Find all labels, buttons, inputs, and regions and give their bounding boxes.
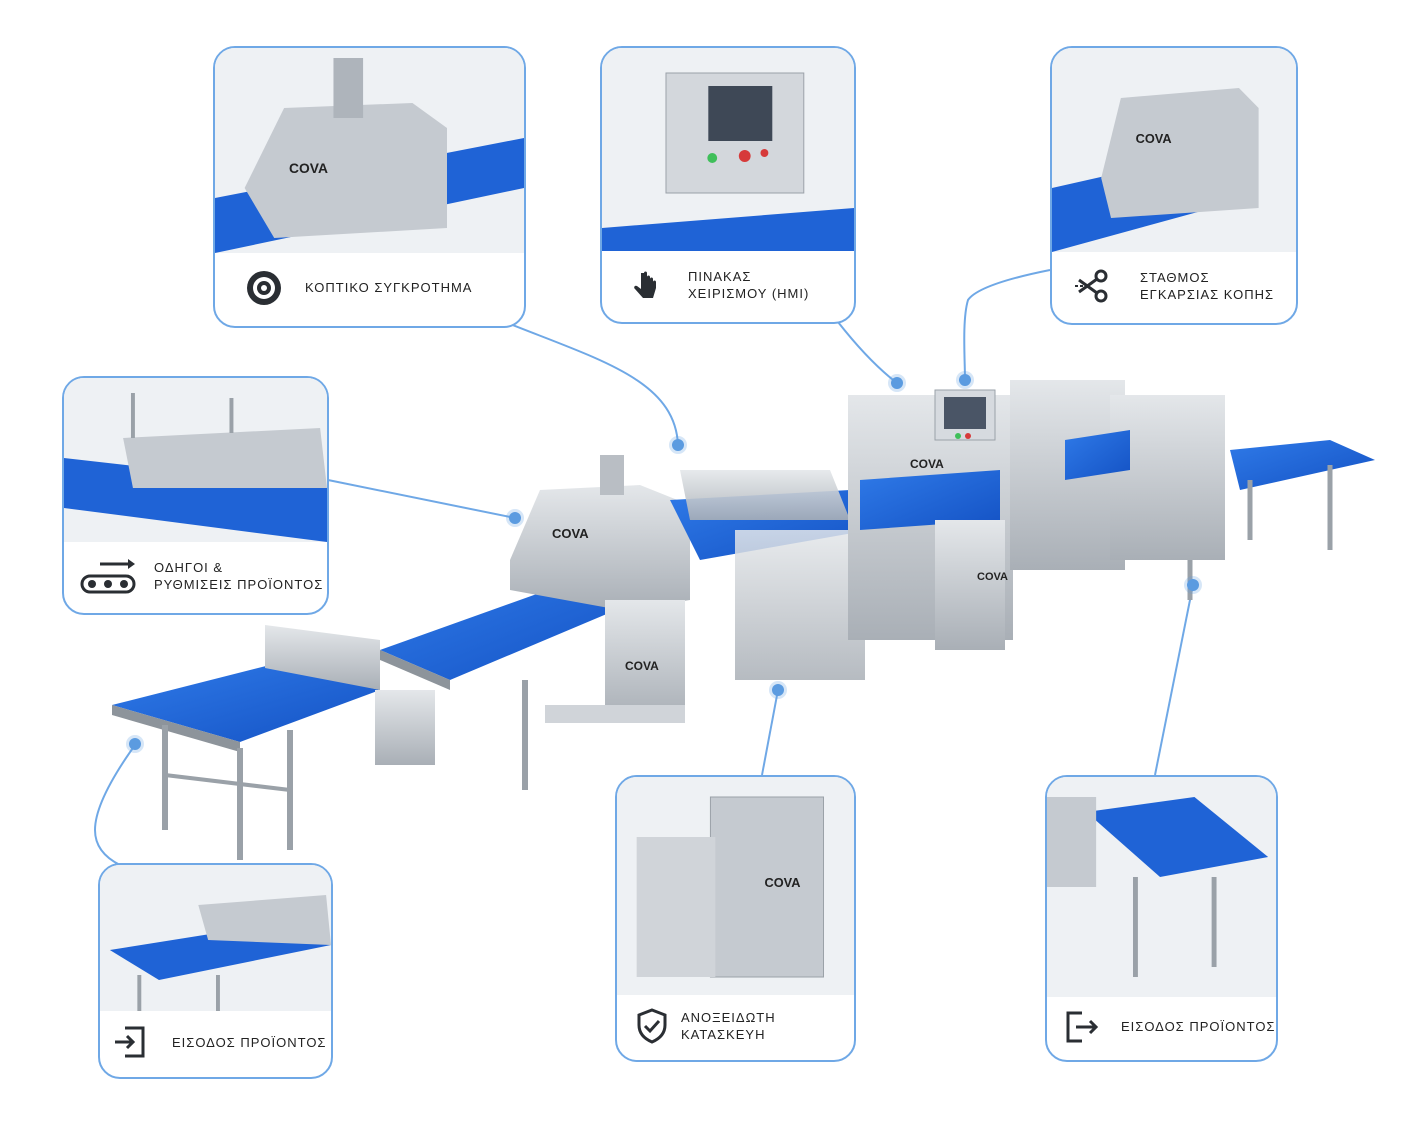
connector-stainless <box>761 689 779 776</box>
svg-text:COVA: COVA <box>625 659 659 673</box>
conveyor-icon <box>78 553 138 599</box>
connector-guides <box>327 479 516 519</box>
svg-text:COVA: COVA <box>552 526 589 541</box>
callout-cross-cut-station: COVA ΣΤΑΘΜΟΣ ΕΓΚΑΡΣΙΑΣ ΚΟΠΗΣ <box>1050 46 1298 325</box>
callout-stainless-construction: COVA ΑΝΟΞΕΙΔΩΤΗ ΚΑΤΑΣΚΕΥΗ <box>615 775 856 1062</box>
cross-cut-label-line-2: ΕΓΚΑΡΣΙΑΣ ΚΟΠΗΣ <box>1140 286 1275 302</box>
cutting-unit-photo: COVA <box>215 48 524 253</box>
cross-cut-photo: COVA <box>1052 48 1296 252</box>
outlet-conveyor <box>1230 440 1375 550</box>
svg-text:COVA: COVA <box>1136 131 1172 146</box>
connector-outlet <box>1154 584 1194 776</box>
stainless-label: ΑΝΟΞΕΙΔΩΤΗ ΚΑΤΑΣΚΕΥΗ <box>681 1009 776 1042</box>
connector-inlet <box>93 744 136 866</box>
svg-text:COVA: COVA <box>910 457 944 471</box>
logout-icon <box>1059 1004 1105 1050</box>
stainless-photo: COVA <box>617 777 854 995</box>
inlet-label: ΕΙΣΟΔΟΣ ΠΡΟΪΟΝΤΟΣ <box>172 1034 327 1050</box>
cross-cut-station <box>1010 380 1225 600</box>
hmi-label-line-2: ΧΕΙΡΙΣΜΟΥ (HMI) <box>688 285 810 301</box>
cross-cut-label-line-1: ΣΤΑΘΜΟΣ <box>1140 269 1210 285</box>
callout-product-inlet: ΕΙΣΟΔΟΣ ΠΡΟΪΟΝΤΟΣ <box>98 863 333 1079</box>
connector-cutting <box>504 321 679 446</box>
anchor-outlet <box>1187 579 1199 591</box>
main-station: COVA COVA <box>848 389 1013 650</box>
hmi-label-line-1: ΠΙΝΑΚΑΣ <box>688 268 752 284</box>
callout-hmi-panel: ΠΙΝΑΚΑΣ ΧΕΙΡΙΣΜΟΥ (HMI) <box>600 46 856 324</box>
inlet-photo <box>100 865 331 1011</box>
outlet-photo <box>1047 777 1276 997</box>
guides-photo <box>64 378 327 542</box>
connector-crosscut <box>963 269 1051 381</box>
login-icon <box>108 1019 154 1065</box>
hmi-panel-photo <box>602 48 854 251</box>
anchor-stainless <box>772 684 784 696</box>
callout-product-outlet: ΕΙΣΟΔΟΣ ΠΡΟΪΟΝΤΟΣ <box>1045 775 1278 1062</box>
outlet-label: ΕΙΣΟΔΟΣ ΠΡΟΪΟΝΤΟΣ <box>1121 1019 1276 1034</box>
cutting-head: COVA <box>510 455 690 610</box>
svg-text:COVA: COVA <box>977 571 1008 583</box>
shield-check-icon <box>629 1003 675 1049</box>
svg-text:COVA: COVA <box>289 160 328 176</box>
inlet-conveyor <box>112 665 380 860</box>
svg-text:COVA: COVA <box>765 875 801 890</box>
anchor-cutting <box>672 439 684 451</box>
callout-cutting-unit: COVA ΚΟΠΤΙΚΟ ΣΥΓΚΡΟΤΗΜΑ <box>213 46 526 328</box>
anchor-hmi <box>891 377 903 389</box>
middle-guides <box>670 470 870 680</box>
anchor-inlet <box>129 738 141 750</box>
touch-hand-icon <box>622 262 668 308</box>
middle-cabinet: COVA <box>545 600 685 723</box>
guide-unit-1 <box>265 625 435 765</box>
scissors-icon <box>1070 263 1116 309</box>
saw-blade-icon <box>241 265 287 311</box>
anchor-guides <box>509 512 521 524</box>
guides-label-line-2: ΡΥΘΜΙΣΕΙΣ ΠΡΟΪΟΝΤΟΣ <box>154 576 324 592</box>
guides-label-line-1: ΟΔΗΓΟΙ & <box>154 559 224 575</box>
anchor-crosscut <box>959 374 971 386</box>
callout-guides-settings: ΟΔΗΓΟΙ & ΡΥΘΜΙΣΕΙΣ ΠΡΟΪΟΝΤΟΣ <box>62 376 329 615</box>
cutting-unit-label: ΚΟΠΤΙΚΟ ΣΥΓΚΡΟΤΗΜΑ <box>305 280 473 295</box>
